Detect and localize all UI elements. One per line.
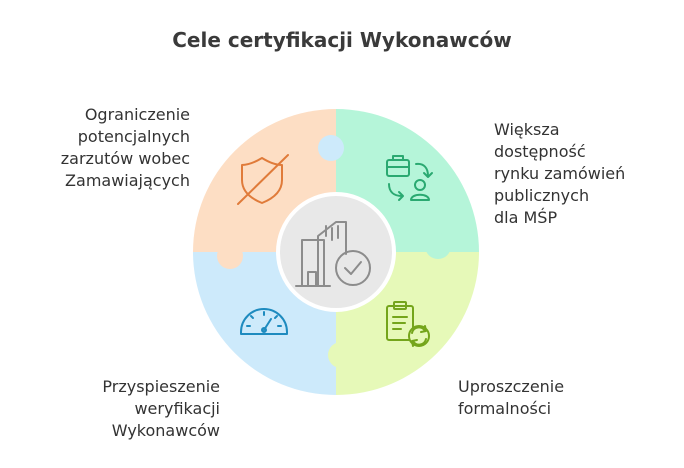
label-bottom-left: Przyspieszenie weryfikacji Wykonawców <box>102 377 220 440</box>
buildings-check-icon <box>295 221 371 287</box>
diagram-title: Cele certyfikacji Wykonawców <box>172 28 512 52</box>
puzzle-tab-bottom-right <box>328 342 354 368</box>
label-top-left: Ograniczenie potencjalnych zarzutów wobe… <box>60 105 190 190</box>
shield-off-icon <box>237 154 289 205</box>
label-bottom-right: Uproszczenie formalności <box>458 377 565 418</box>
speedometer-icon <box>240 308 288 335</box>
clipboard-refresh-icon <box>386 301 430 347</box>
briefcase-person-exchange-icon <box>386 155 433 201</box>
puzzle-tab-bottom-left <box>318 135 344 161</box>
puzzle-tab-top-right <box>425 233 451 259</box>
puzzle-tab-top-left <box>217 243 243 269</box>
center-circle <box>276 192 396 312</box>
label-top-right: Większa dostępność rynku zamówień public… <box>494 120 626 227</box>
